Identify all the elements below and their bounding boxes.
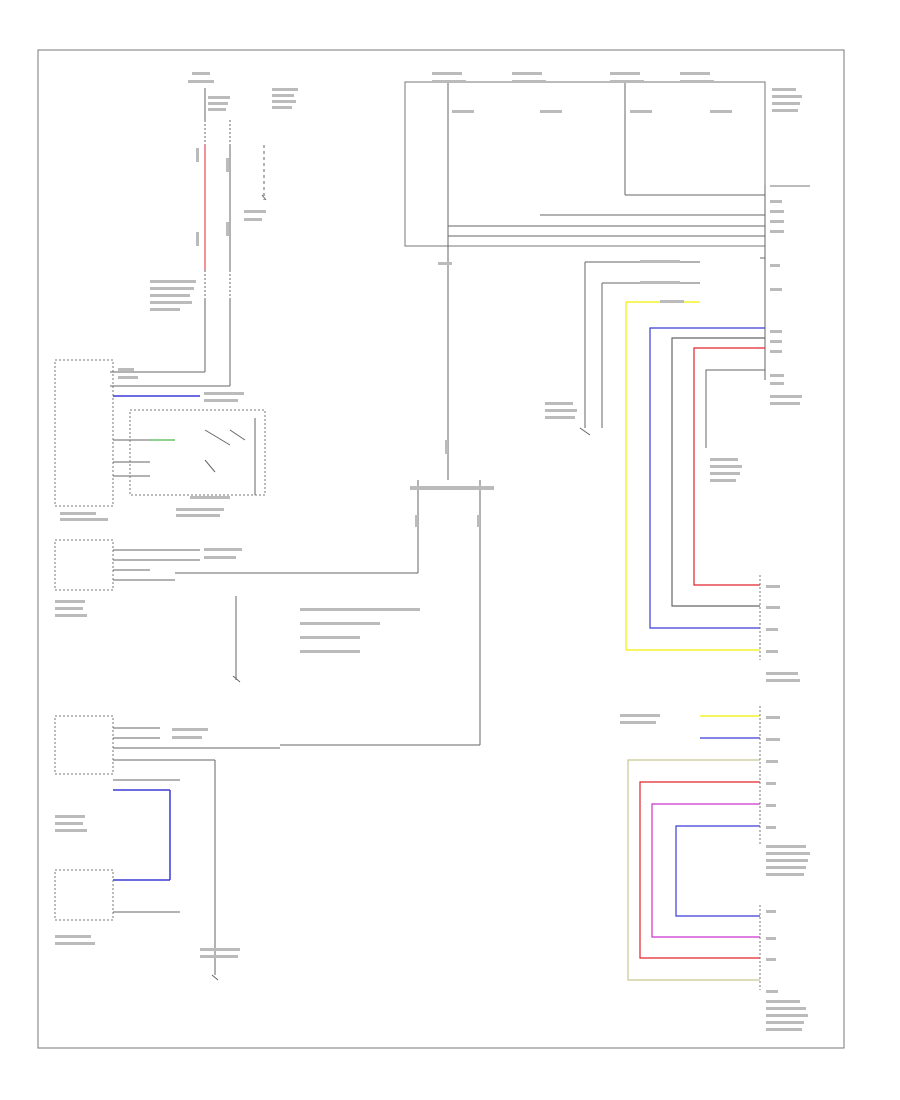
component-box-left-3 (54, 715, 114, 775)
box1-labels (60, 368, 244, 521)
violet-wire (651, 803, 760, 938)
switch-assembly-internal (204, 418, 256, 495)
box3-box4-labels (55, 728, 240, 958)
center-bus-wires (280, 250, 481, 746)
yellow-wire-right (625, 301, 760, 651)
top-left-labels (150, 72, 298, 311)
right-module-labels (766, 585, 800, 682)
top-right-bus (447, 82, 766, 250)
ground-left-middle (232, 596, 241, 683)
top-right-fuse-box (404, 81, 766, 247)
diagram-frame (37, 49, 845, 1049)
top-left-fuse-section (110, 88, 267, 387)
bottom-right-top-wires (700, 715, 760, 739)
ground-wire-right-upper (705, 369, 765, 448)
center-labels (410, 262, 494, 527)
bottom-right-labels (620, 714, 810, 1031)
switch-assembly-box (129, 409, 266, 496)
box3-wires (113, 727, 280, 975)
blue-wire-bottom-right (675, 825, 760, 917)
component-box-left-4 (54, 869, 114, 921)
gray-wire-right (671, 337, 765, 607)
component-box-left-1-pins (113, 371, 230, 477)
right-upper-labels (545, 185, 810, 482)
component-box-left-2 (54, 539, 114, 591)
tan-wire (627, 759, 760, 981)
red-wire-bottom-right (639, 781, 760, 959)
component-box-left-1 (54, 359, 114, 507)
box2-wires (113, 549, 418, 581)
blue-wire-right (649, 327, 765, 629)
top-right-labels (432, 72, 802, 113)
ground-symbol-bottom-left (211, 974, 219, 981)
box2-labels (55, 548, 420, 653)
red-wire-right (693, 347, 765, 586)
